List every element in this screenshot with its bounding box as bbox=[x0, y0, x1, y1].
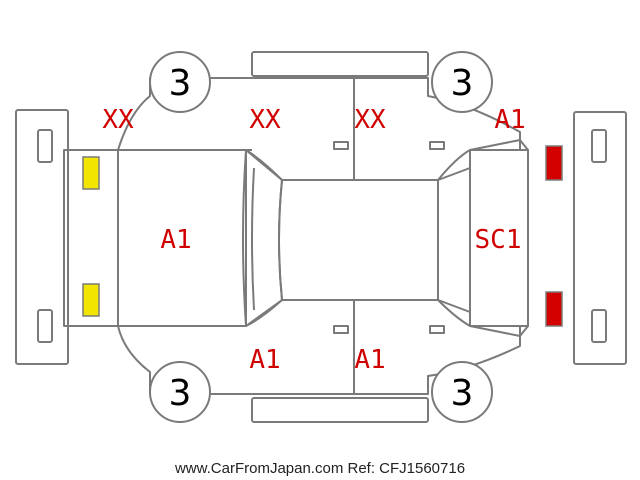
wheel-top-left: 3 bbox=[149, 51, 211, 113]
right-side-skirt bbox=[251, 397, 429, 423]
code-hood: A1 bbox=[160, 225, 191, 255]
wheel-bottom-right: 3 bbox=[431, 361, 493, 423]
reference-footer: www.CarFromJapan.com Ref: CFJ1560716 bbox=[174, 460, 465, 477]
code-tailgate: SC1 bbox=[475, 225, 522, 255]
wheel-condition-bottom-right: 3 bbox=[451, 373, 474, 414]
code-rear-left-quarter: A1 bbox=[494, 105, 525, 135]
wheel-top-right: 3 bbox=[431, 51, 493, 113]
code-rear-left-door: XX bbox=[354, 105, 386, 135]
wheel-condition-bottom-left: 3 bbox=[169, 373, 192, 414]
yellow-lamp bbox=[82, 156, 100, 190]
door-handle bbox=[333, 325, 349, 334]
left-side-body bbox=[70, 77, 521, 151]
code-front-left-door: XX bbox=[249, 105, 281, 135]
red-lamp bbox=[545, 145, 563, 181]
code-front-left-fender: XX bbox=[102, 105, 134, 135]
yellow-lamp bbox=[82, 283, 100, 317]
left-side-skirt bbox=[251, 51, 429, 77]
rear-window bbox=[437, 167, 471, 313]
wheel-condition-top-right: 3 bbox=[451, 63, 474, 104]
rear-bumper bbox=[573, 111, 627, 365]
tailgate-panel bbox=[469, 149, 529, 327]
wheel-bottom-left: 3 bbox=[149, 361, 211, 423]
roof-panel bbox=[278, 179, 439, 301]
door-handle bbox=[429, 325, 445, 334]
door-handle bbox=[429, 141, 445, 150]
windshield bbox=[242, 149, 283, 327]
door-handle bbox=[333, 141, 349, 150]
wheel-condition-top-left: 3 bbox=[169, 63, 192, 104]
red-lamp bbox=[545, 291, 563, 327]
code-rear-right-door: A1 bbox=[354, 345, 385, 375]
front-bumper bbox=[15, 109, 69, 365]
code-front-right-door: A1 bbox=[249, 345, 280, 375]
windshield-inner bbox=[251, 167, 255, 311]
right-side-body bbox=[70, 325, 521, 395]
